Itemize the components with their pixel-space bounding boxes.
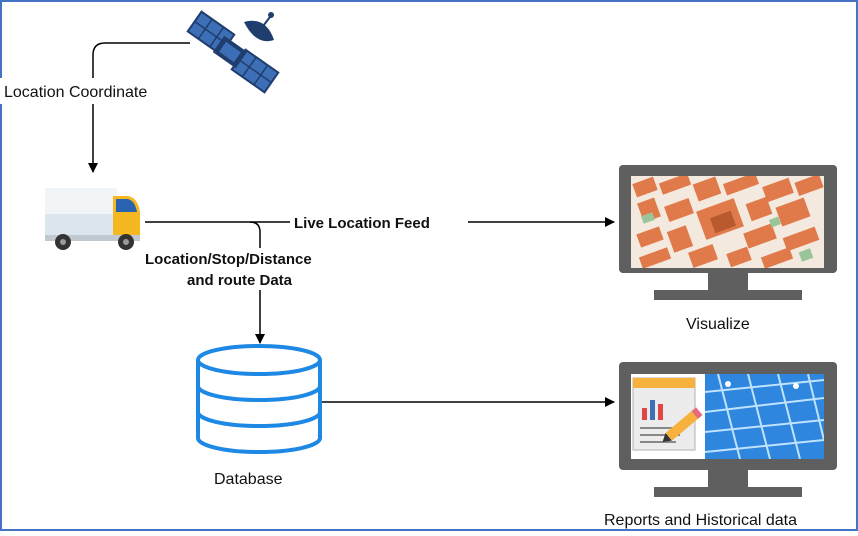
truck-icon [45, 188, 140, 250]
satellite-icon [186, 10, 280, 94]
live-feed-label: Live Location Feed [294, 215, 430, 232]
reports-label: Reports and Historical data [604, 512, 797, 529]
map-monitor-icon [619, 165, 837, 300]
visualize-label: Visualize [686, 316, 750, 333]
location-coordinate-label: Location Coordinate [4, 84, 147, 101]
route-data-label-line2: and route Data [187, 272, 293, 289]
edge-satellite-to-truck [88, 42, 190, 173]
database-label: Database [214, 471, 283, 488]
edge-truck-to-database [249, 221, 265, 344]
route-data-label-line1: Location/Stop/Distance [145, 251, 312, 268]
report-monitor-icon [619, 362, 837, 497]
database-icon [196, 344, 322, 454]
